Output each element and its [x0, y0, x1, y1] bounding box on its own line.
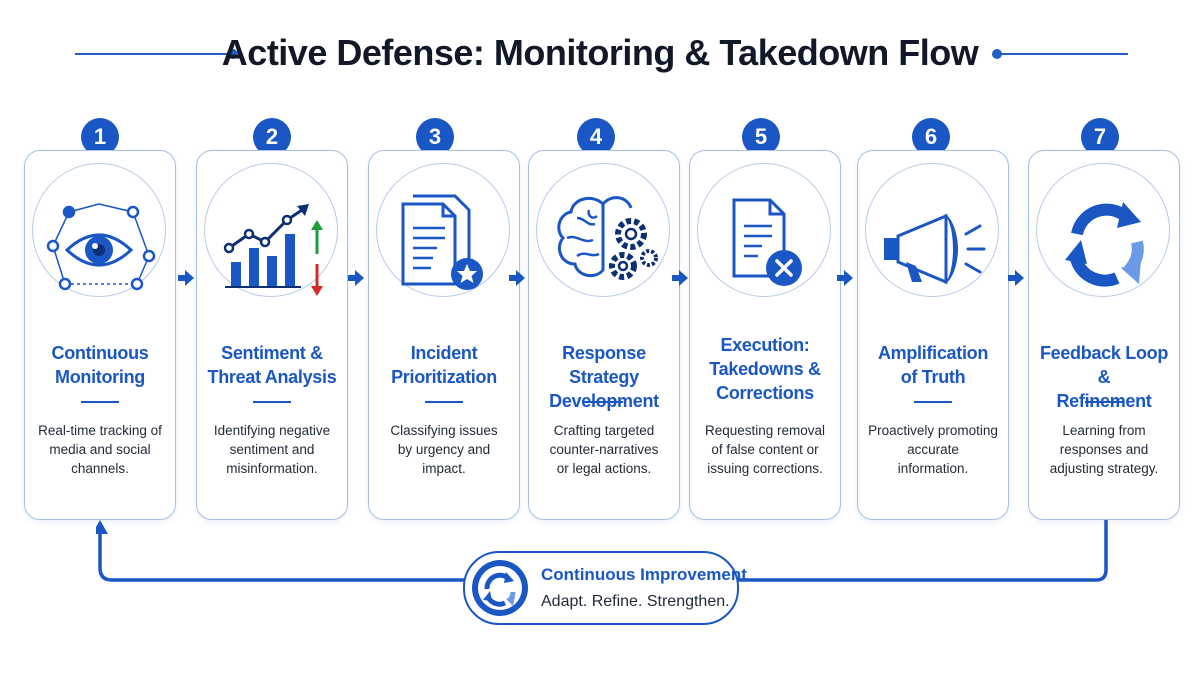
- step-5-title-line-2: Takedowns &: [709, 359, 821, 379]
- step-6-divider: [914, 401, 952, 403]
- step-2-card: Sentiment & Threat Analysis Identifying …: [196, 150, 348, 520]
- step-5-title-line-1: Execution:: [720, 335, 810, 355]
- flow-arrow-1: [178, 270, 194, 286]
- step-6-desc-line-1: Proactively promoting: [868, 423, 998, 438]
- step-7-badge: 7: [1081, 118, 1119, 156]
- step-3-description: Classifying issues by urgency and impact…: [377, 421, 511, 478]
- step-7-desc-line-2: responses and: [1059, 442, 1149, 457]
- step-6-desc-line-2: accurate: [907, 442, 959, 457]
- step-7-desc-line-1: Learning from: [1062, 423, 1146, 438]
- step-3-badge: 3: [416, 118, 454, 156]
- step-3-divider: [425, 401, 463, 403]
- step-1-title-line-2: Monitoring: [55, 367, 145, 387]
- step-2-divider: [253, 401, 291, 403]
- step-1-description: Real-time tracking of media and social c…: [33, 421, 167, 478]
- refresh-cycle-icon: [1036, 163, 1170, 297]
- flow-arrow-4: [672, 270, 688, 286]
- step-7-card: Feedback Loop & Refinement Learning from…: [1028, 150, 1180, 520]
- step-3-desc-line-1: Classifying issues: [390, 423, 498, 438]
- step-5-desc-line-3: issuing corrections.: [707, 461, 823, 476]
- title-row: Active Defense: Monitoring & Takedown Fl…: [0, 28, 1200, 78]
- step-6-description: Proactively promoting accurate informati…: [866, 421, 1000, 478]
- step-3-desc-line-3: impact.: [422, 461, 466, 476]
- step-4-description: Crafting targeted counter-narratives or …: [537, 421, 671, 478]
- step-5-title: Execution: Takedowns & Corrections: [694, 333, 836, 405]
- step-4-title-line-1: Response Strategy: [562, 343, 646, 387]
- document-remove-icon: [697, 163, 831, 297]
- step-6-card: Amplification of Truth Proactively promo…: [857, 150, 1009, 520]
- step-1-desc-line-3: channels.: [71, 461, 129, 476]
- step-2-desc-line-1: Identifying negative: [213, 423, 331, 438]
- step-6-desc-line-3: information.: [897, 461, 969, 476]
- eye-network-icon: [32, 163, 166, 297]
- step-1-desc-line-1: Real-time tracking of: [38, 423, 162, 438]
- step-1-desc-line-2: media and social: [49, 442, 151, 457]
- bar-chart-trend-icon: [204, 163, 338, 297]
- step-5-card: Execution: Takedowns & Corrections Reque…: [689, 150, 841, 520]
- step-3-title-line-2: Prioritization: [391, 367, 497, 387]
- step-7-title-line-1: Feedback Loop &: [1039, 343, 1169, 387]
- improvement-title: Continuous Improvement: [541, 565, 747, 584]
- step-1-divider: [81, 401, 119, 403]
- step-7-description: Learning from responses and adjusting st…: [1037, 421, 1171, 478]
- step-3-title: Incident Prioritization: [373, 341, 515, 389]
- step-2-description: Identifying negative sentiment and misin…: [205, 421, 339, 478]
- step-5-desc-line-2: of false content or: [711, 442, 819, 457]
- step-5-title-line-3: Corrections: [716, 383, 814, 403]
- step-2-title: Sentiment & Threat Analysis: [201, 341, 343, 389]
- brain-gears-icon: [536, 163, 670, 297]
- step-2-title-line-2: Threat Analysis: [207, 367, 337, 387]
- step-1-title: Continuous Monitoring: [29, 341, 171, 389]
- megaphone-icon: [865, 163, 999, 297]
- step-7-divider: [1085, 401, 1123, 403]
- flow-arrow-6: [1008, 270, 1024, 286]
- step-5-badge: 5: [742, 118, 780, 156]
- step-5-desc-line-1: Requesting removal: [704, 423, 826, 438]
- refresh-cycle-icon: [472, 560, 528, 616]
- step-2-badge: 2: [253, 118, 291, 156]
- step-7-desc-line-3: adjusting strategy.: [1049, 461, 1159, 476]
- flow-arrow-5: [837, 270, 853, 286]
- title-dot-left: [228, 49, 238, 59]
- improvement-subtitle: Adapt. Refine. Strengthen.: [541, 593, 730, 610]
- step-6-title-line-1: Amplification: [877, 343, 989, 363]
- step-5-description: Requesting removal of false content or i…: [698, 421, 832, 478]
- continuous-improvement-panel: Continuous Improvement Adapt. Refine. St…: [463, 551, 747, 625]
- step-4-divider: [585, 401, 623, 403]
- title-rule-left: [75, 53, 230, 55]
- page-title: Active Defense: Monitoring & Takedown Fl…: [221, 32, 979, 73]
- step-4-desc-line-1: Crafting targeted: [553, 423, 655, 438]
- title-dot-right: [992, 49, 1002, 59]
- step-1-badge: 1: [81, 118, 119, 156]
- step-2-desc-line-2: sentiment and: [229, 442, 315, 457]
- step-4-desc-line-2: counter-narratives: [549, 442, 659, 457]
- document-star-icon: [376, 163, 510, 297]
- step-3-card: Incident Prioritization Classifying issu…: [368, 150, 520, 520]
- flow-arrow-3: [509, 270, 525, 286]
- step-4-card: Response Strategy Development Crafting t…: [528, 150, 680, 520]
- step-4-desc-line-3: or legal actions.: [556, 461, 652, 476]
- step-2-title-line-1: Sentiment &: [221, 343, 323, 363]
- step-1-card: Continuous Monitoring Real-time tracking…: [24, 150, 176, 520]
- step-6-title: Amplification of Truth: [862, 341, 1004, 389]
- step-3-desc-line-2: by urgency and: [397, 442, 491, 457]
- flow-arrow-2: [348, 270, 364, 286]
- title-rule-right: [1000, 53, 1128, 55]
- step-2-desc-line-3: misinformation.: [226, 461, 318, 476]
- step-1-title-line-1: Continuous: [51, 343, 149, 363]
- step-4-badge: 4: [577, 118, 615, 156]
- step-6-badge: 6: [912, 118, 950, 156]
- step-6-title-line-2: of Truth: [900, 367, 966, 387]
- step-3-title-line-1: Incident: [410, 343, 478, 363]
